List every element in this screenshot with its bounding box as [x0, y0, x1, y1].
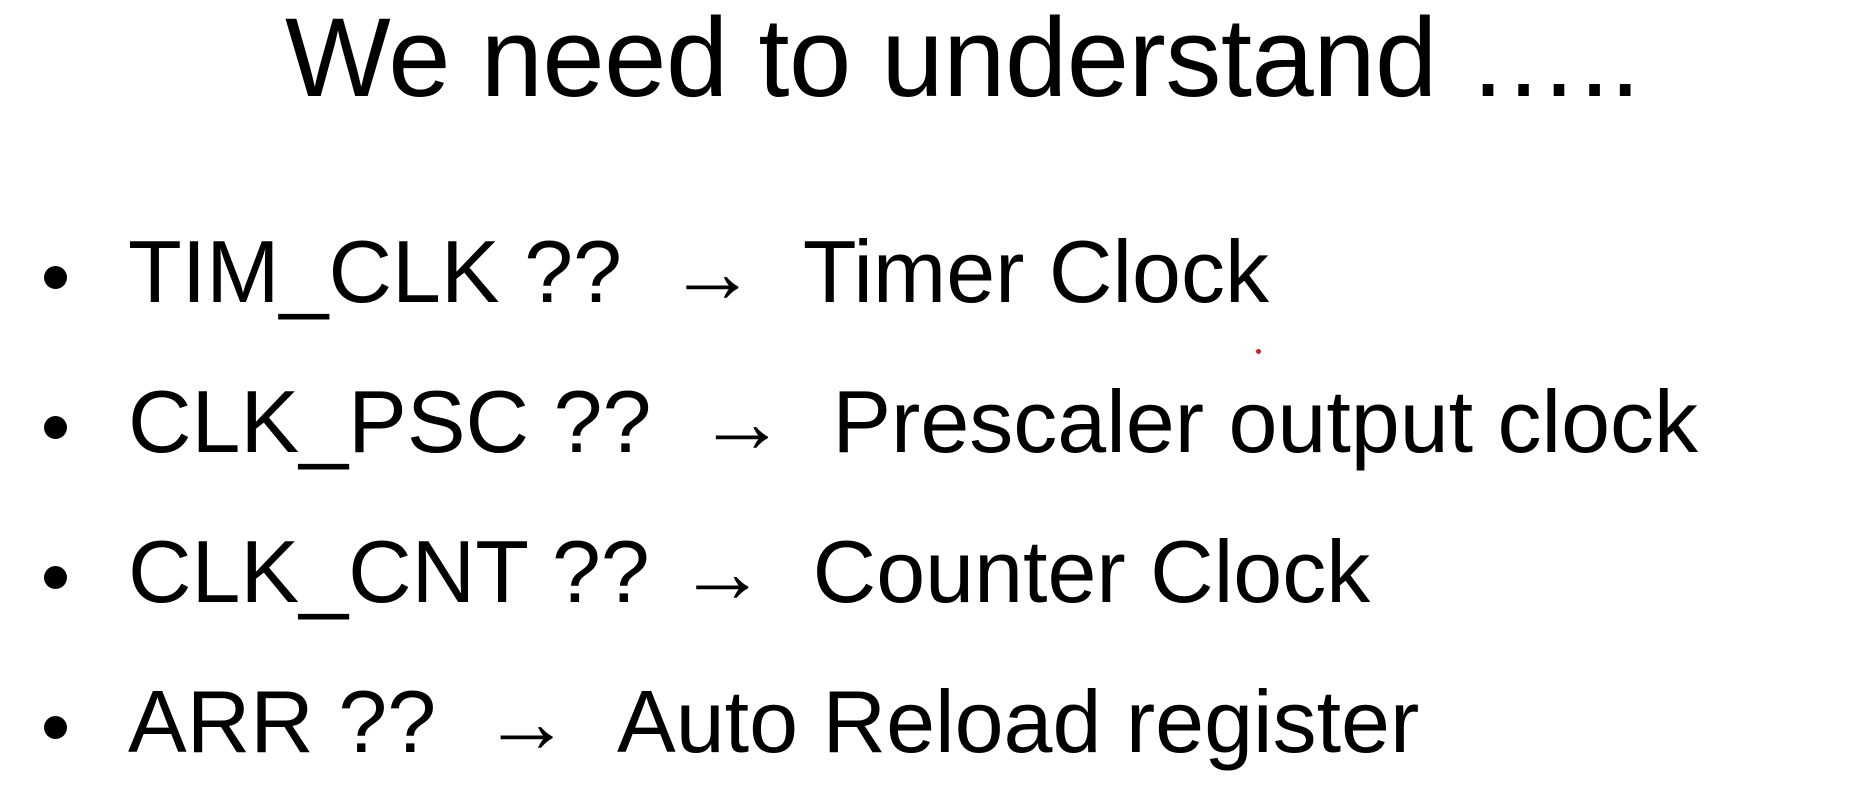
- right-arrow-icon: →: [668, 222, 757, 321]
- bullet-text: CLK_CNT ?? → Counter Clock: [128, 528, 1370, 616]
- slide-title: We need to understand …..: [285, 0, 1641, 120]
- bullet-dot-icon: [44, 566, 67, 589]
- bullet-term: CLK_CNT ??: [128, 522, 650, 621]
- right-arrow-icon: →: [678, 522, 767, 621]
- bullet-definition: Timer Clock: [802, 222, 1269, 321]
- pointer-dot-icon: [1256, 349, 1261, 354]
- bullet-term: ARR ??: [128, 672, 437, 771]
- bullet-text: TIM_CLK ?? → Timer Clock: [128, 228, 1269, 316]
- bullet-text: ARR ?? → Auto Reload register: [128, 678, 1419, 766]
- bullet-dot-icon: [44, 416, 67, 439]
- bullet-definition: Prescaler output clock: [832, 372, 1699, 471]
- bullet-dot-icon: [44, 266, 67, 289]
- bullet-definition: Counter Clock: [812, 522, 1371, 621]
- bullet-dot-icon: [44, 716, 67, 739]
- bullet-text: CLK_PSC ?? → Prescaler output clock: [128, 378, 1698, 466]
- bullet-definition: Auto Reload register: [617, 672, 1420, 771]
- bullet-term: CLK_PSC ??: [128, 372, 652, 471]
- right-arrow-icon: →: [482, 672, 571, 771]
- right-arrow-icon: →: [697, 372, 786, 471]
- bullet-term: TIM_CLK ??: [128, 222, 622, 321]
